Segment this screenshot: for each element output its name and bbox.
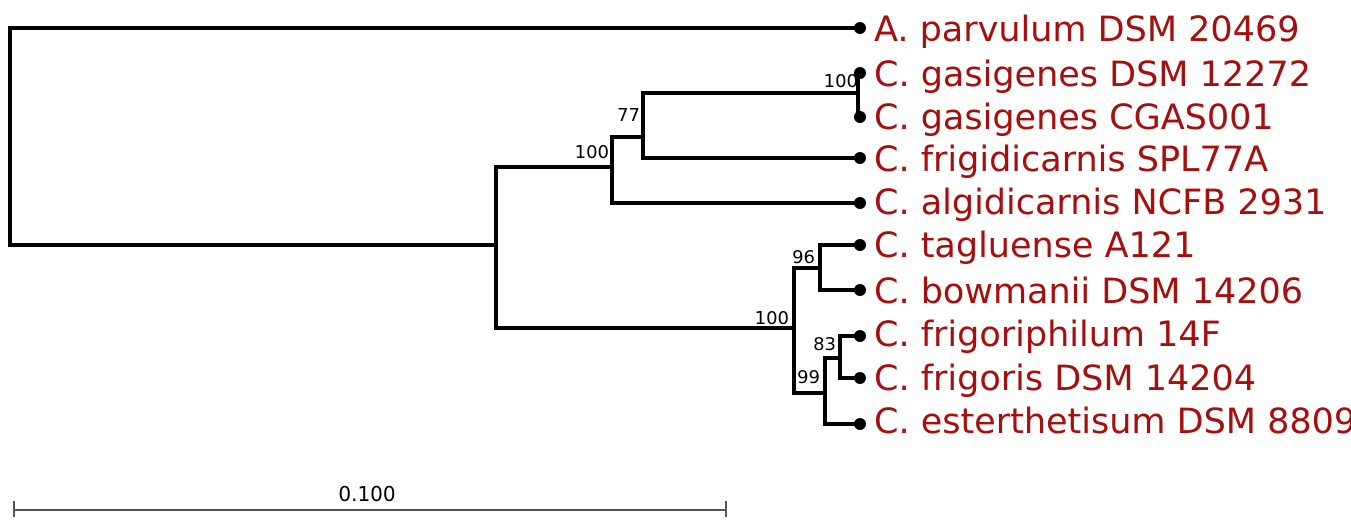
tip-node [854, 418, 866, 430]
leaf-label: C. tagluense A121 [874, 226, 1195, 266]
support-values: 100 77 100 96 100 83 99 [575, 71, 858, 388]
support-value: 100 [575, 142, 609, 163]
tree-branches [8, 26, 860, 426]
support-value: 96 [792, 247, 815, 268]
leaf-label: C. esterthetisum DSM 8809 [874, 402, 1351, 442]
tip-node [854, 22, 866, 34]
scale-bar-label: 0.100 [338, 482, 395, 506]
scale-bar: 0.100 [13, 482, 727, 517]
tree-tips [854, 22, 866, 430]
support-value: 83 [813, 334, 836, 355]
tip-node [854, 197, 866, 209]
leaf-label: C. frigoris DSM 14204 [874, 359, 1256, 399]
tip-node [854, 152, 866, 164]
leaf-label: C. frigidicarnis SPL77A [874, 140, 1268, 180]
tip-node [854, 67, 866, 79]
support-value: 100 [755, 308, 789, 329]
tip-node [854, 111, 866, 123]
support-value: 99 [797, 367, 820, 388]
tip-node [854, 372, 866, 384]
leaf-label: A. parvulum DSM 20469 [874, 10, 1300, 50]
leaf-label: C. frigoriphilum 14F [874, 315, 1221, 355]
tip-node [854, 284, 866, 296]
leaf-label: C. algidicarnis NCFB 2931 [874, 183, 1326, 223]
leaf-label: C. gasigenes CGAS001 [874, 98, 1274, 138]
support-value: 100 [824, 71, 858, 92]
tip-node [854, 330, 866, 342]
leaf-label: C. gasigenes DSM 12272 [874, 55, 1311, 95]
support-value: 77 [617, 105, 640, 126]
leaf-label: C. bowmanii DSM 14206 [874, 272, 1303, 312]
tip-node [854, 239, 866, 251]
leaf-labels: A. parvulum DSM 20469 C. gasigenes DSM 1… [874, 10, 1351, 442]
